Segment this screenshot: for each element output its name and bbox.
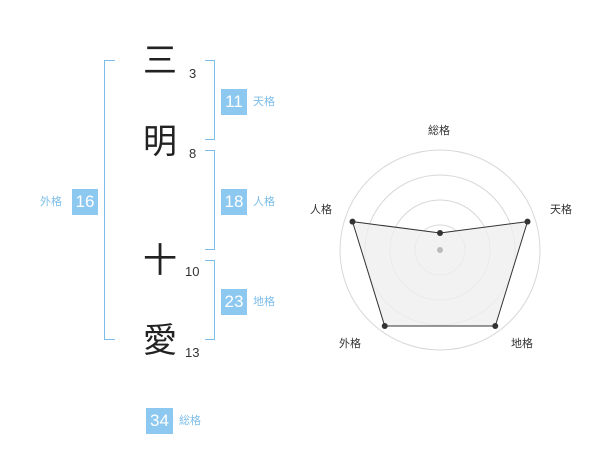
chikaku-label: 地格 — [253, 295, 275, 308]
radar-center-dot — [437, 247, 443, 253]
jinkaku-label: 人格 — [253, 195, 275, 208]
radar-label-chikaku: 地格 — [511, 337, 533, 350]
tenkaku-score: 11 — [221, 89, 247, 115]
name-char-4: 愛 — [143, 321, 177, 361]
radar-grid-ring — [339, 149, 541, 351]
radar-label-soukaku: 総格 — [428, 124, 450, 137]
chikaku-bracket — [205, 260, 215, 340]
radar-point-3 — [381, 323, 388, 330]
gaikaku-bracket — [104, 60, 115, 340]
name-char-2: 明 — [143, 122, 177, 162]
gaikaku-label: 外格 — [40, 195, 62, 208]
gaikaku-score: 16 — [72, 189, 98, 215]
jinkaku-score: 18 — [221, 189, 247, 215]
name-char-3: 十 — [143, 241, 177, 281]
radar-point-1 — [524, 218, 531, 225]
tenkaku-bracket — [205, 60, 215, 140]
stroke-count-2: 8 — [189, 146, 197, 161]
radar-point-4 — [349, 218, 356, 225]
radar-label-jinkaku: 人格 — [310, 203, 332, 216]
radar-point-0 — [437, 230, 443, 236]
soukaku-score: 34 — [146, 408, 173, 434]
radar-label-gaikaku: 外格 — [339, 337, 361, 350]
name-char-1: 三 — [143, 41, 177, 81]
stroke-count-1: 3 — [189, 66, 197, 81]
chikaku-score: 23 — [221, 289, 247, 315]
soukaku-label: 総格 — [179, 414, 201, 427]
stroke-count-3: 10 — [185, 264, 200, 279]
radar-label-tenkaku: 天格 — [550, 203, 572, 216]
stroke-count-4: 13 — [185, 345, 200, 360]
tenkaku-label: 天格 — [253, 95, 275, 108]
radar-point-2 — [492, 323, 499, 330]
radar-series-polygon — [351, 221, 529, 327]
jinkaku-bracket — [205, 150, 215, 250]
